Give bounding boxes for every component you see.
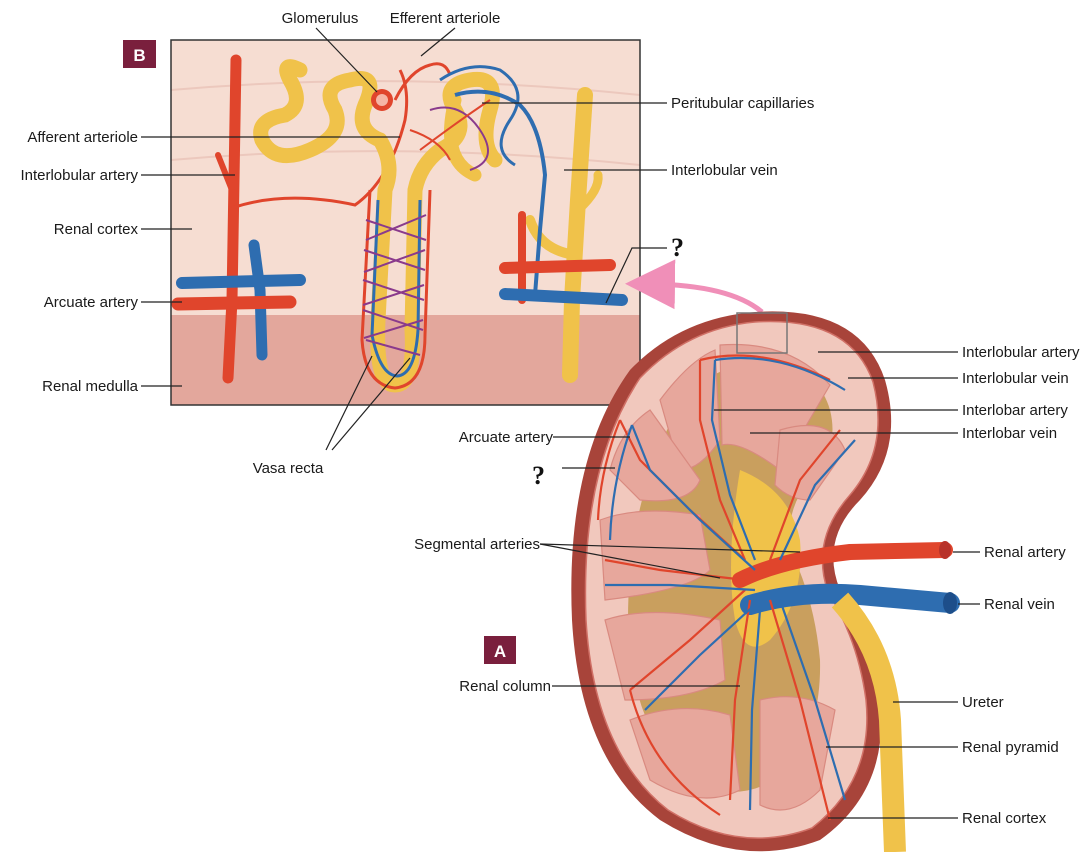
label-renal-cortex-b: Renal cortex — [54, 221, 139, 238]
panel-b-badge — [123, 40, 156, 68]
panel-b-badge-label: B — [133, 46, 145, 65]
label-renal-medulla: Renal medulla — [42, 378, 139, 395]
label-afferent-arteriole: Afferent arteriole — [27, 129, 138, 146]
panel-b-leaders — [141, 27, 667, 451]
nephron-tubules — [253, 59, 603, 393]
label-segmental-arteries: Segmental arteries — [414, 536, 540, 553]
panel-b-frame — [170, 39, 641, 406]
label-efferent-arteriole: Efferent arteriole — [390, 10, 501, 27]
panel-a-badge — [484, 636, 516, 664]
label-glomerulus: Glomerulus — [282, 10, 359, 27]
label-ureter: Ureter — [962, 694, 1004, 711]
label-arcuate-artery-b: Arcuate artery — [44, 294, 139, 311]
right-vessels — [499, 211, 628, 306]
label-renal-column: Renal column — [459, 678, 551, 695]
kidney-illustration — [571, 311, 960, 853]
label-peritubular-capillaries: Peritubular capillaries — [671, 95, 814, 112]
label-unknown-b: ? — [671, 233, 684, 262]
panel-b: B Afferent arteriole Interlobular artery… — [20, 10, 814, 477]
label-interlobular-vein-b: Interlobular vein — [671, 162, 778, 179]
left-vessels — [171, 54, 409, 384]
label-renal-artery: Renal artery — [984, 544, 1066, 561]
vasa-recta — [360, 189, 432, 390]
label-renal-cortex-a: Renal cortex — [962, 810, 1047, 827]
panel-a-leaders — [539, 351, 980, 819]
label-arcuate-artery-a: Arcuate artery — [459, 429, 554, 446]
panel-a: A Interlobular artery Interlobular vein … — [414, 311, 1080, 853]
zoom-box — [736, 312, 788, 354]
label-unknown-a: ? — [532, 461, 545, 490]
label-interlobar-vein: Interlobar vein — [962, 425, 1057, 442]
peritubular-capillary-net — [409, 65, 548, 296]
kidney-vessels — [596, 354, 960, 853]
panel-b-illustration — [171, 40, 640, 405]
panel-a-badge-label: A — [494, 642, 506, 661]
label-interlobular-vein-a: Interlobular vein — [962, 370, 1069, 387]
label-renal-pyramid: Renal pyramid — [962, 739, 1059, 756]
label-renal-vein: Renal vein — [984, 596, 1055, 613]
label-interlobar-artery: Interlobar artery — [962, 402, 1068, 419]
glomerulus-shape — [371, 62, 452, 111]
label-interlobular-artery-a: Interlobular artery — [962, 344, 1080, 361]
label-vasa-recta: Vasa recta — [253, 460, 324, 477]
zoom-arrow — [625, 259, 764, 314]
label-interlobular-artery-b: Interlobular artery — [20, 167, 138, 184]
